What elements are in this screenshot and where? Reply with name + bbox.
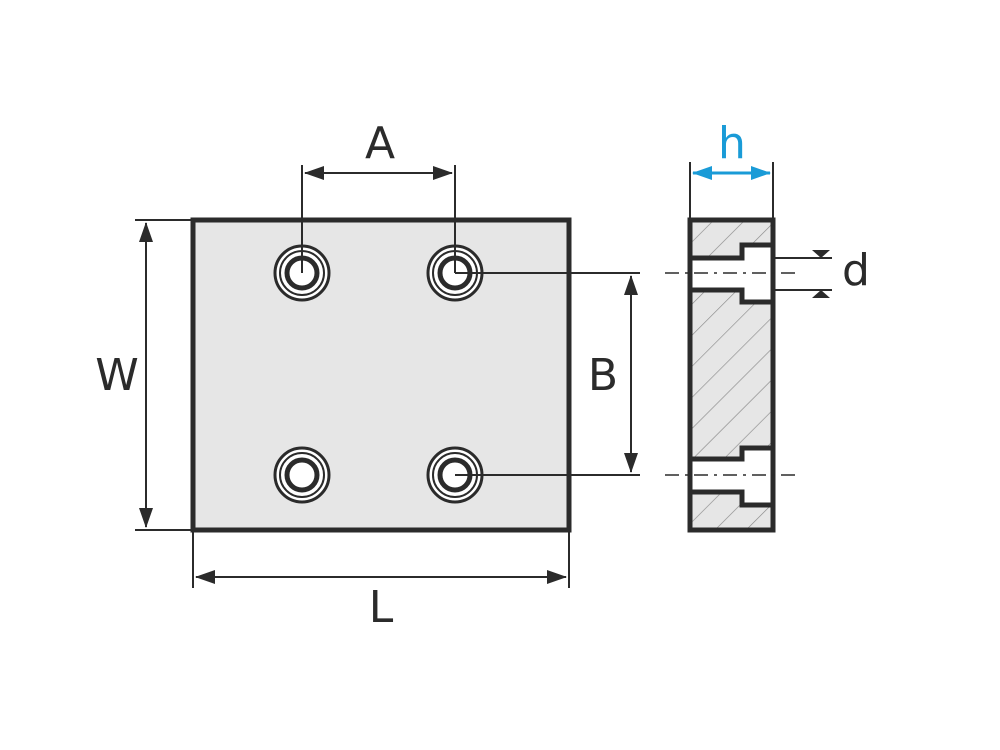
dimension-l: L xyxy=(192,530,570,633)
label-a: A xyxy=(365,118,395,169)
label-d: d xyxy=(842,245,870,296)
dimension-a: A xyxy=(301,118,456,273)
label-w: W xyxy=(95,350,139,401)
dimension-d: d xyxy=(773,245,870,298)
dimension-h: h xyxy=(689,118,774,220)
label-h: h xyxy=(718,118,746,169)
front-view xyxy=(190,217,572,533)
label-b: B xyxy=(588,350,618,401)
hole-bottom-left xyxy=(273,446,331,504)
label-l: L xyxy=(369,582,394,633)
dimension-b: B xyxy=(455,272,640,476)
counterbore-section-top xyxy=(690,242,773,305)
dimension-w: W xyxy=(95,219,193,531)
side-view xyxy=(665,217,800,533)
plate-body xyxy=(190,217,572,533)
